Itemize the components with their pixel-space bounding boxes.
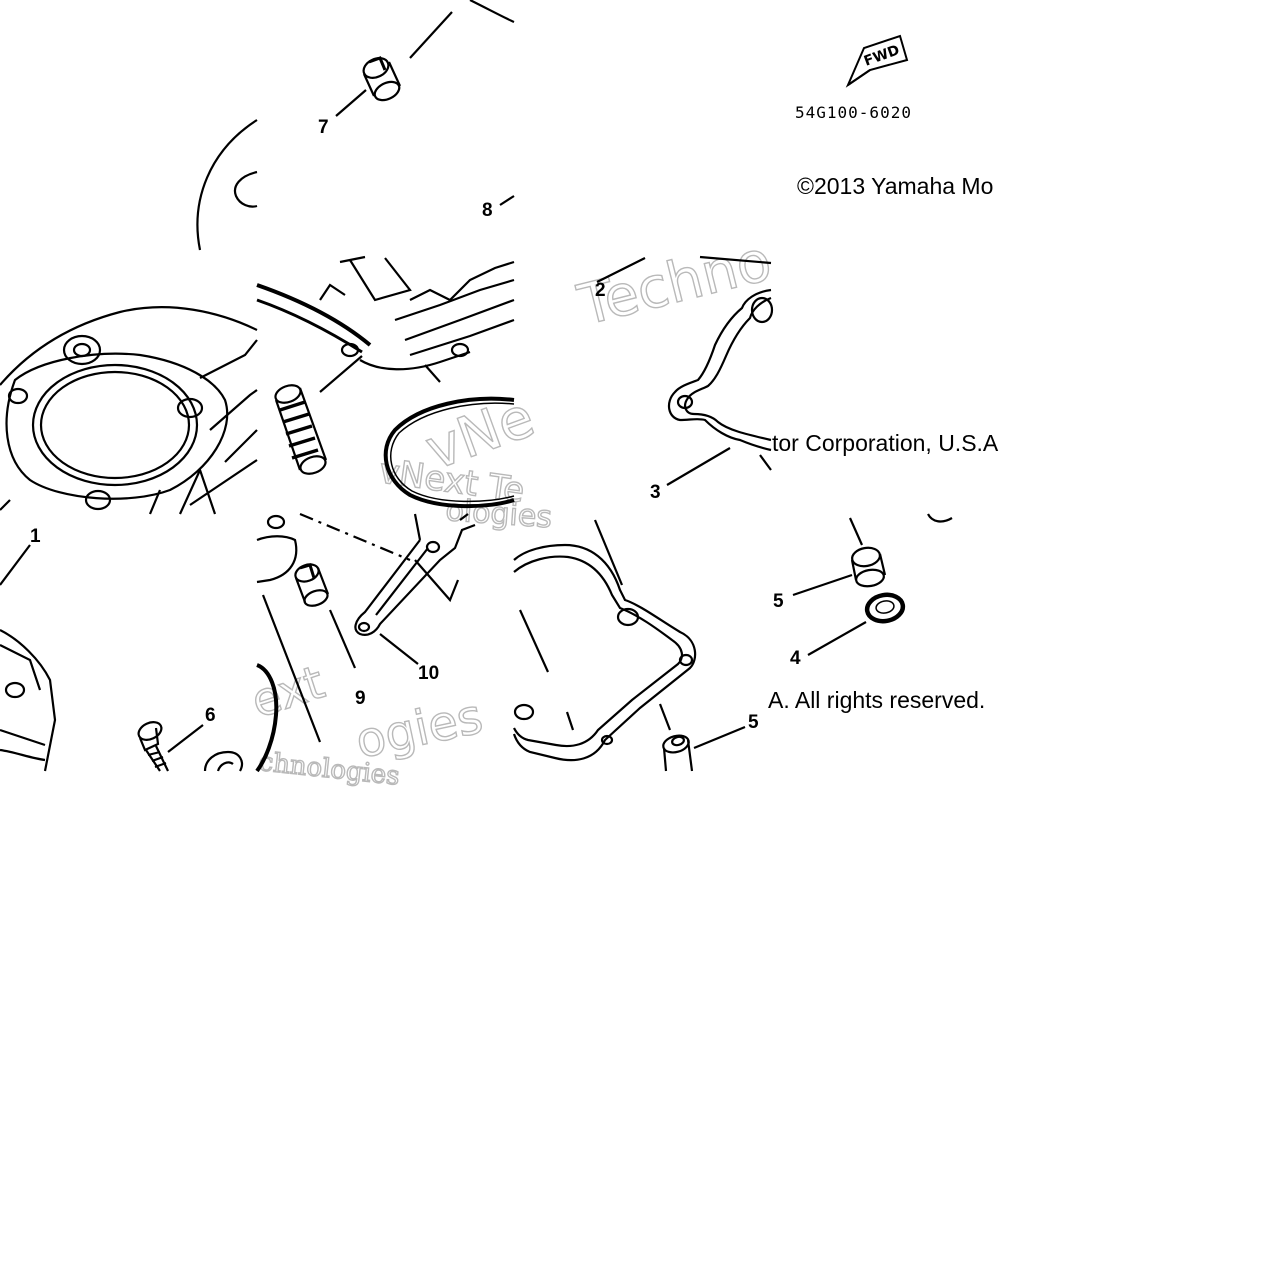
callout-7: 7 [318,117,329,138]
copyright-line-3: A. All rights reserved. [768,687,985,713]
bolt-6 [137,721,169,772]
tile-dowel-oring [792,513,953,656]
callout-5-upper: 5 [773,591,784,612]
tile-head-fins [256,255,515,509]
o-ring-large [383,396,515,509]
tile-cylinder-lower [0,544,244,772]
copyright-line-2: tor Corporation, U.S.A [772,430,999,456]
tile-cylinder-body [0,306,258,515]
callout-2: 2 [595,280,606,301]
stud-bolt [274,384,328,475]
part-callouts: 1 2 3 4 5 5 6 7 8 9 10 [30,117,801,733]
callout-9: 9 [355,688,366,709]
callout-5-lower: 5 [748,712,759,733]
watermark-ogies: ogies [351,688,488,769]
callout-6: 6 [205,705,216,726]
o-ring-small [864,592,906,624]
callout-3: 3 [650,482,661,503]
callout-4: 4 [790,648,801,669]
dowel-pin-5-lower [662,734,694,772]
tile-pin-gasket [255,512,476,773]
dowel-pin-7 [362,56,401,102]
callout-8: 8 [482,200,493,221]
copyright-line-1: ©2013 Yamaha Mo [797,173,993,199]
dowel-pin-5-upper [850,546,887,588]
gasket-10 [354,513,476,636]
tile-bolt-7 [335,0,515,206]
fwd-arrow-icon: FWD [845,34,909,88]
callout-1: 1 [30,526,41,547]
tile-head-top [196,119,258,251]
dowel-pin-9 [294,563,330,607]
tile-base-gasket [512,519,746,772]
callout-10: 10 [418,663,439,684]
tile-head-gasket [596,255,774,486]
diagram-code: 54G100-6020 [795,103,912,122]
